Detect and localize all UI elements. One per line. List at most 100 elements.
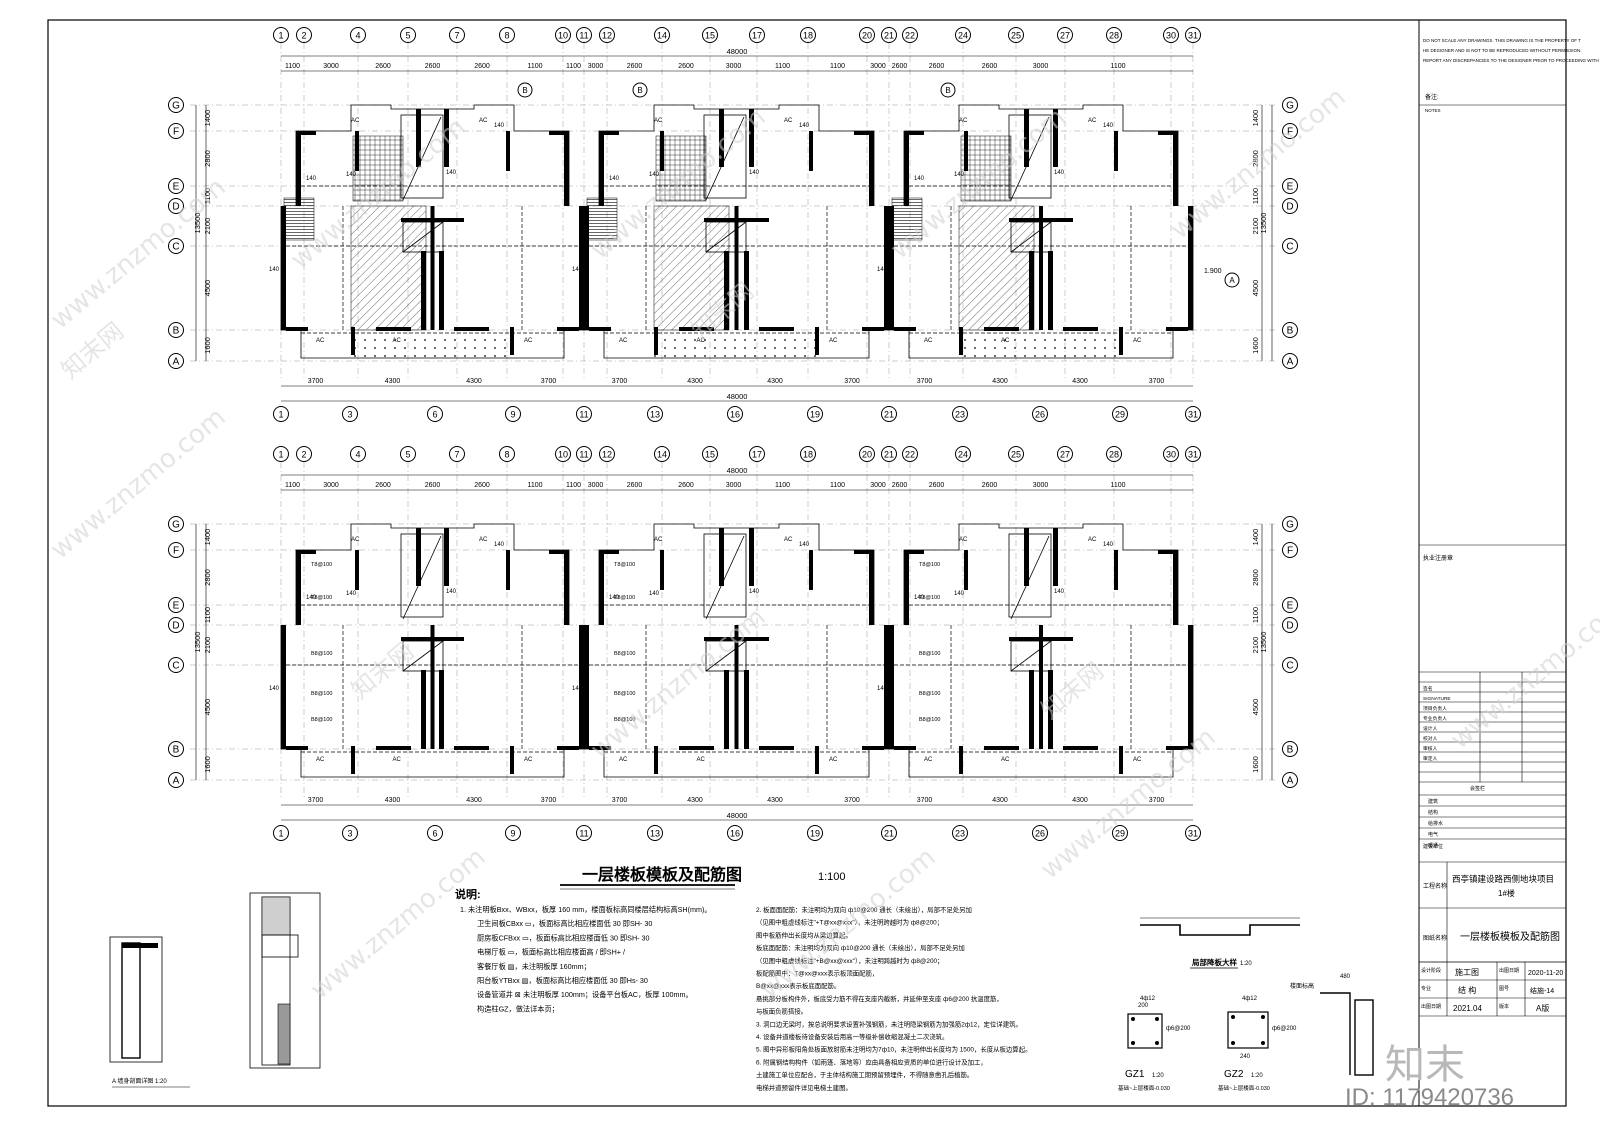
- tb-info-discipline-label: 专业: [1421, 985, 1431, 992]
- tb-info-number-label: 图号: [1499, 986, 1509, 992]
- bottom-seg-text: 4300: [687, 378, 703, 385]
- top-axis-label: 21: [884, 450, 894, 460]
- top-axis-circle: [1185, 446, 1201, 462]
- watermark-site-text: www.znzmo.com: [45, 172, 231, 335]
- core-box: [400, 533, 444, 618]
- wall-detail-hatch-top: [261, 896, 291, 936]
- top-axis-circle: [499, 27, 515, 43]
- top-axis-circle: [955, 27, 971, 43]
- row-axis-bubble-B: B: [1282, 322, 1298, 338]
- top-seg-text: 2600: [892, 63, 908, 70]
- ac-label: AC: [351, 118, 360, 124]
- row-axis-label: B: [1287, 326, 1294, 337]
- shear-wall: [759, 327, 794, 331]
- top-seg-text: 1100: [830, 63, 845, 70]
- row-axis-label: A: [1287, 776, 1294, 787]
- shear-wall: [904, 550, 909, 625]
- notes-col1-line: 厨房板CFBxx ▭，板面标高比相应楼面低 30 即SH- 30: [477, 933, 650, 942]
- wall-thickness-label: 140: [1103, 542, 1114, 548]
- top-seg-text: 1100: [775, 63, 790, 70]
- core-diagonal: [402, 535, 442, 620]
- bottom-axis-circle: [952, 406, 968, 422]
- tb-info-stage: 施工图: [1455, 967, 1479, 977]
- shear-wall: [1119, 746, 1123, 774]
- shear-wall: [506, 550, 510, 590]
- bottom-axis-label: 19: [810, 410, 820, 420]
- tb-sign-row: 设计人: [1423, 725, 1438, 732]
- gz1-bar: [1131, 1041, 1135, 1045]
- top-axis-bubble: 21: [881, 27, 897, 43]
- top-seg-text: 1100: [527, 63, 542, 70]
- bottom-axis-label: 11: [579, 829, 588, 839]
- top-axis-bubble: 30: [1163, 446, 1179, 462]
- core-box: [703, 533, 747, 618]
- gz2-bar: [1261, 1041, 1265, 1045]
- row-axis-circle: [1282, 772, 1298, 788]
- top-axis-label: 21: [884, 31, 894, 41]
- shear-wall: [904, 550, 924, 554]
- core-diagonal: [402, 116, 442, 201]
- top-axis-circle: [400, 446, 416, 462]
- row-dim-text: 2100: [203, 218, 212, 235]
- shear-wall: [1048, 670, 1053, 749]
- bottom-axis-circle: [342, 406, 358, 422]
- shear-wall: [439, 251, 444, 330]
- elevator-shaft: [705, 640, 747, 672]
- row-axis-circle: [168, 178, 184, 194]
- row-axis-circle: [168, 617, 184, 633]
- shear-wall: [444, 528, 449, 586]
- shear-wall: [1024, 528, 1029, 586]
- shear-wall: [679, 746, 714, 750]
- core-diagonal: [705, 116, 745, 201]
- row-axis-circle: [168, 542, 184, 558]
- top-axis-label: 30: [1166, 450, 1176, 460]
- bottom-axis-circle: [1032, 406, 1048, 422]
- shear-wall: [1029, 670, 1034, 749]
- shear-wall: [564, 550, 569, 625]
- gz1-bar: [1155, 1041, 1159, 1045]
- row-axis-label: D: [172, 202, 179, 213]
- row-axis-circle: [1282, 178, 1298, 194]
- row-axis-circle: [1282, 597, 1298, 613]
- step-dim: 480: [1340, 974, 1351, 980]
- wall-thickness-label: 140: [609, 176, 620, 182]
- shear-wall: [557, 327, 579, 331]
- tb-drawing-label: 图纸名称: [1423, 934, 1447, 942]
- tb-info-version: A版: [1536, 1003, 1549, 1013]
- notes-col2-line: B@xx@xxx表示板底面配筋。: [756, 981, 840, 990]
- top-seg-text: 2600: [892, 482, 908, 489]
- shear-wall: [660, 550, 664, 590]
- row-axis-label: E: [1287, 182, 1294, 193]
- wall-thickness-label: 140: [494, 542, 505, 548]
- row-axis-bubble-C: C: [168, 657, 184, 673]
- top-axis-bubble: 28: [1106, 446, 1122, 462]
- title-block: 备注: 执业注册章 工程名称 西亭镇建设路西侧地块项目 1#楼 图纸名称 一层楼…: [1419, 38, 1600, 1017]
- bottom-axis-bubble: 3: [342, 825, 358, 841]
- top-seg-text: 2600: [982, 63, 998, 70]
- bottom-seg-text: 3700: [612, 797, 628, 804]
- top-axis-circle: [273, 27, 289, 43]
- shear-wall: [724, 637, 769, 641]
- row-dim-text: 1600: [203, 337, 212, 354]
- top-axis-label: 7: [454, 450, 459, 460]
- shear-wall: [430, 206, 435, 330]
- shear-wall: [749, 528, 754, 586]
- core-diagonal: [1010, 116, 1050, 201]
- top-axis-label: 7: [454, 31, 459, 41]
- row-dim-text: 1400: [203, 110, 212, 127]
- wall-detail-block: [261, 934, 299, 958]
- bottom-axis-label: 21: [884, 829, 894, 839]
- step-label: 楼面标高: [1290, 982, 1314, 990]
- unit-outline-upper: [903, 104, 1179, 206]
- row-axis-bubble-D: D: [168, 617, 184, 633]
- bottom-axis-bubble: 23: [952, 825, 968, 841]
- gz1-section: [1127, 1013, 1163, 1049]
- top-axis-circle: [576, 27, 592, 43]
- watermark-brand-text: 知末网: [1036, 657, 1109, 725]
- bottom-axis-bubble: 31: [1185, 825, 1201, 841]
- notes-col1-line: 电梯厅板 ▭，板面标高比相应楼面高 / 即SH+ /: [477, 948, 625, 957]
- notes-col2-line: 3. 洞口边无梁时，按总说明要求设置补强钢筋，未注明隐梁钢筋为加强筋2ф12，定…: [756, 1019, 1022, 1028]
- top-axis-label: 15: [705, 31, 715, 41]
- tb-sign-row: SIGNATURE: [1423, 696, 1451, 702]
- top-axis-bubble: 18: [800, 27, 816, 43]
